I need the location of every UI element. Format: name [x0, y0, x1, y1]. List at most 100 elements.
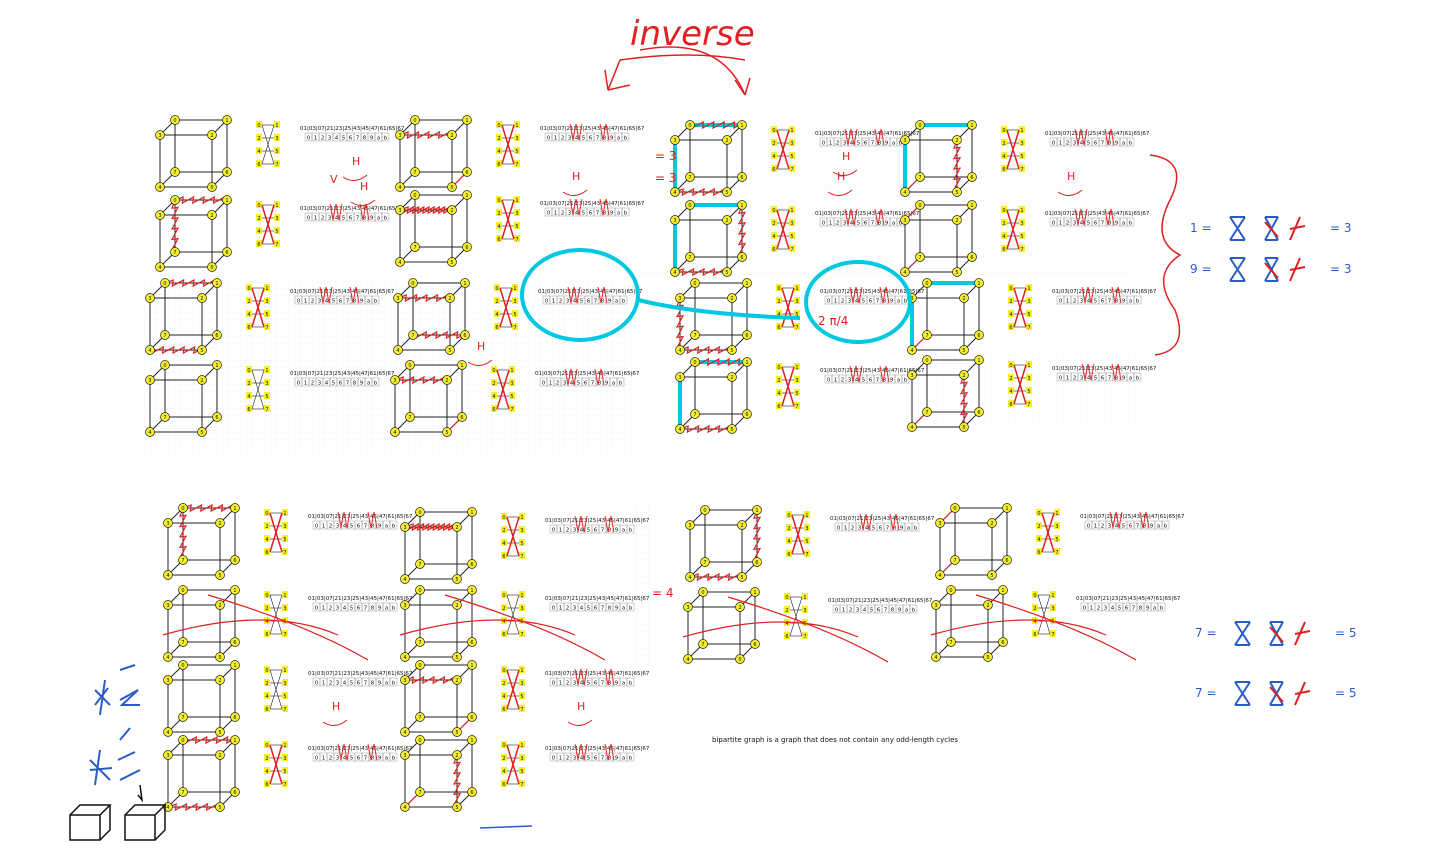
svg-text:7: 7	[1101, 221, 1105, 227]
svg-text:1: 1	[829, 141, 833, 147]
svg-text:0: 0	[949, 588, 952, 594]
svg-text:0: 0	[265, 511, 268, 517]
svg-text:3: 3	[265, 381, 268, 387]
svg-text:a: a	[907, 526, 910, 532]
svg-text:2: 2	[1033, 606, 1036, 612]
svg-text:6: 6	[233, 790, 236, 796]
svg-text:2: 2	[785, 608, 788, 614]
svg-text:5: 5	[1087, 141, 1091, 147]
svg-text:4: 4	[1115, 524, 1119, 530]
svg-text:7: 7	[181, 790, 184, 796]
svg-text:4: 4	[575, 211, 579, 217]
svg-text:1: 1	[283, 593, 286, 599]
svg-text:6: 6	[1009, 402, 1012, 408]
svg-text:0: 0	[173, 118, 176, 124]
cube-node: 4	[163, 652, 173, 662]
side-mark: = 3	[655, 149, 677, 163]
svg-text:b: b	[392, 606, 396, 612]
svg-text:6: 6	[502, 782, 505, 788]
svg-text:8: 8	[371, 756, 375, 762]
cube-node: 0	[410, 190, 420, 200]
svg-text:1: 1	[470, 738, 473, 744]
cube-node: 0	[915, 120, 925, 130]
svg-text:7: 7	[871, 141, 875, 147]
svg-text:7: 7	[594, 299, 598, 305]
svg-text:1: 1	[304, 299, 308, 305]
svg-text:01|03|07|21|23|25|43|45|47|61|: 01|03|07|21|23|25|43|45|47|61|65|67	[1052, 289, 1157, 295]
cube-node: 0	[690, 357, 700, 367]
svg-text:1: 1	[1055, 511, 1058, 517]
cube-node: 4	[900, 267, 910, 277]
svg-text:6: 6	[589, 136, 593, 142]
svg-text:5: 5	[986, 655, 989, 661]
svg-text:5: 5	[210, 185, 213, 191]
svg-text:0: 0	[1052, 221, 1056, 227]
cube-node: 6	[737, 172, 747, 182]
cube-node: 5	[952, 187, 962, 197]
cube-node: 3	[155, 130, 165, 140]
svg-text:4: 4	[575, 136, 579, 142]
svg-text:3: 3	[686, 605, 689, 611]
svg-text:7: 7	[181, 558, 184, 564]
svg-text:9: 9	[370, 216, 374, 222]
svg-text:7: 7	[925, 410, 928, 416]
svg-text:5: 5	[332, 381, 336, 387]
svg-text:b: b	[374, 299, 378, 305]
svg-text:7: 7	[803, 634, 806, 640]
svg-text:0: 0	[547, 211, 551, 217]
cube-node: 7	[415, 637, 425, 647]
svg-text:3: 3	[848, 378, 852, 384]
svg-text:7: 7	[181, 640, 184, 646]
svg-text:01|03|07|21|23|25|43|45|47|61|: 01|03|07|21|23|25|43|45|47|61|65|67	[820, 368, 925, 374]
cube-node: 6	[742, 409, 752, 419]
svg-text:6: 6	[753, 642, 756, 648]
cube-node: 6	[998, 637, 1008, 647]
svg-text:0: 0	[777, 365, 780, 371]
svg-text:b: b	[914, 526, 918, 532]
svg-text:0: 0	[925, 281, 928, 287]
svg-text:2: 2	[556, 381, 560, 387]
svg-text:7: 7	[1132, 606, 1136, 612]
svg-text:4: 4	[1080, 141, 1084, 147]
h-arrow: H	[467, 340, 493, 366]
cube-node: 4	[907, 345, 917, 355]
svg-text:H: H	[842, 150, 850, 163]
svg-text:a: a	[1153, 606, 1156, 612]
svg-text:01|03|07|21|23|25|43|45|47|61|: 01|03|07|21|23|25|43|45|47|61|65|67	[1080, 514, 1185, 520]
svg-text:2: 2	[455, 753, 458, 759]
svg-text:0: 0	[777, 286, 780, 292]
cube-node: 1	[222, 115, 232, 125]
svg-text:5: 5	[738, 657, 741, 663]
svg-text:01|03|07|21|23|25|43|45|47|61|: 01|03|07|21|23|25|43|45|47|61|65|67	[308, 746, 413, 752]
svg-text:2: 2	[787, 526, 790, 532]
cube-node: 7	[690, 330, 700, 340]
svg-text:= 5: = 5	[1335, 686, 1357, 700]
cube-node: 3	[155, 210, 165, 220]
svg-text:7: 7	[418, 715, 421, 721]
svg-text:9: 9	[885, 141, 889, 147]
cube-node: 6	[974, 330, 984, 340]
cube-node: 5	[987, 570, 997, 580]
cube-node: 6	[457, 412, 467, 422]
cube-node: 4	[395, 182, 405, 192]
svg-text:6: 6	[1033, 632, 1036, 638]
cube-node: 0	[170, 195, 180, 205]
svg-text:4: 4	[1033, 619, 1036, 625]
svg-text:4: 4	[903, 270, 906, 276]
svg-text:9: 9	[1115, 141, 1119, 147]
cube-node: 2	[722, 135, 732, 145]
cube-node: 1	[212, 278, 222, 288]
svg-text:6: 6	[1009, 325, 1012, 331]
svg-text:a: a	[367, 381, 370, 387]
svg-text:b: b	[899, 141, 903, 147]
svg-text:3: 3	[573, 528, 577, 534]
svg-text:6: 6	[970, 175, 973, 181]
svg-text:6: 6	[869, 378, 873, 384]
inverse-annotation: inverse	[604, 14, 755, 96]
svg-text:7: 7	[265, 325, 268, 331]
